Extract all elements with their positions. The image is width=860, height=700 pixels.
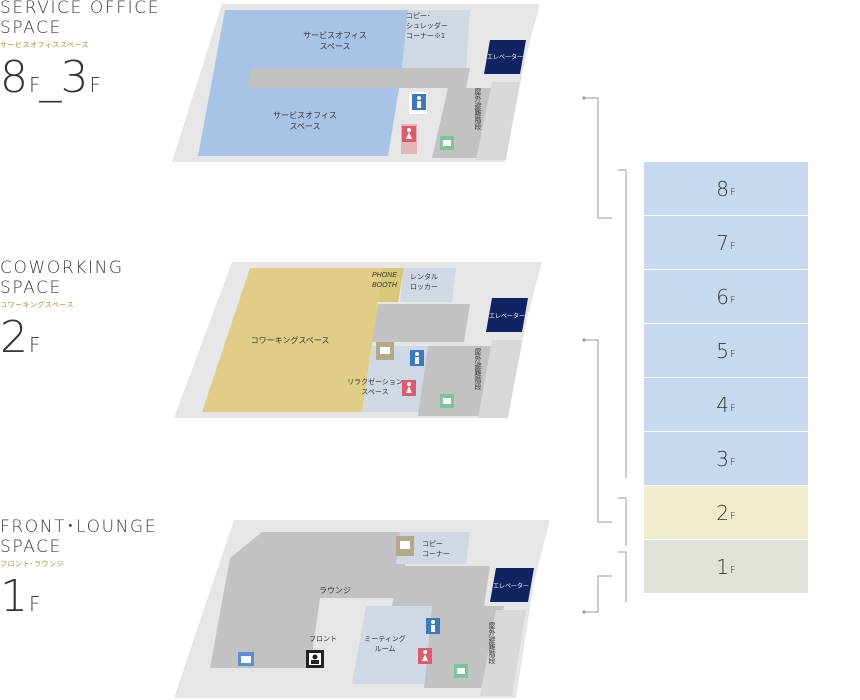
coworking-area bbox=[202, 268, 382, 412]
copy-corner-area bbox=[402, 10, 470, 68]
relax-label: リラクゼーション スペース bbox=[347, 379, 403, 396]
bracket-1-range bbox=[618, 551, 627, 602]
utility-icon bbox=[440, 136, 454, 150]
section-subtitle-jp: サービスオフィススペース bbox=[0, 41, 90, 49]
meeting-room-label: ミーティング ルーム bbox=[364, 636, 406, 653]
elevator-label: エレベーター bbox=[492, 584, 529, 590]
stairs-area bbox=[476, 82, 520, 160]
office-top-label: サービスオフィス スペース bbox=[303, 31, 367, 51]
core-area bbox=[424, 606, 504, 688]
utility-icon bbox=[396, 536, 414, 556]
mail-icon bbox=[238, 652, 254, 666]
section-subtitle-jp: フロント･ラウンジ bbox=[0, 560, 64, 568]
restroom-women-icon bbox=[402, 126, 416, 142]
stairs-label: 屋外避難階段 bbox=[474, 88, 481, 130]
floorplan-1f: ラウンジ フロント ミーティング ルーム コピー コーナー エレベーター 屋外避… bbox=[170, 518, 550, 700]
office-bottom-label: サービスオフィス スペース bbox=[273, 111, 337, 131]
corridor bbox=[372, 304, 470, 342]
coworking-label: コワーキングスペース bbox=[250, 336, 330, 345]
bracket-2 bbox=[584, 339, 612, 523]
restroom-women-icon bbox=[418, 648, 432, 664]
elevator-block bbox=[484, 40, 526, 74]
elevator-label: エレベーター bbox=[488, 314, 525, 320]
utility-icon bbox=[376, 342, 394, 360]
stairs-area bbox=[478, 340, 522, 418]
phone-booth-area bbox=[378, 268, 404, 302]
bracket-8-3 bbox=[584, 97, 612, 219]
utility-icon bbox=[454, 664, 468, 678]
meeting-room bbox=[352, 606, 432, 684]
bracket-2-range bbox=[618, 497, 627, 546]
utility-icon bbox=[440, 394, 454, 408]
phone-booth-label: PHONE BOOTH bbox=[372, 272, 397, 289]
stairs-label: 屋外避難階段 bbox=[474, 348, 481, 390]
core-area bbox=[418, 346, 500, 416]
elevator-block bbox=[486, 298, 528, 332]
bracket-8-3-range bbox=[618, 169, 627, 478]
copy-corner-label: コピー･ シュレッダー コーナー※1 bbox=[406, 13, 448, 40]
elevator-block bbox=[490, 568, 534, 602]
floorplan-8f-3f: サービスオフィス スペース サービスオフィス スペース コピー･ シュレッダー … bbox=[170, 0, 550, 170]
restroom-women-icon bbox=[402, 380, 416, 396]
elevator-label: エレベーター bbox=[486, 55, 523, 61]
copy-corner-area bbox=[396, 532, 470, 564]
restroom-men-icon bbox=[410, 350, 424, 366]
lounge-label: ラウンジ bbox=[319, 586, 351, 595]
bracket-connectors bbox=[582, 94, 632, 624]
corridor bbox=[392, 566, 490, 606]
restroom-men-icon bbox=[426, 618, 440, 634]
front-desk-icon bbox=[306, 650, 324, 668]
front-label: フロント bbox=[309, 636, 337, 643]
restroom-men-icon bbox=[412, 94, 426, 110]
section-subtitle-jp: コワーキングスペース bbox=[0, 301, 74, 309]
rental-locker-label: レンタル ロッカー bbox=[410, 274, 438, 291]
copy-corner-label: コピー コーナー bbox=[422, 541, 450, 558]
stairs-label: 屋外避難階段 bbox=[488, 622, 495, 664]
bracket-1 bbox=[584, 575, 612, 613]
locker-area bbox=[400, 268, 456, 302]
lounge-area bbox=[210, 532, 410, 668]
corridor bbox=[248, 68, 470, 88]
stairs-area bbox=[480, 610, 526, 696]
floorplan-2f: コワーキングスペース PHONE BOOTH レンタル ロッカー リラクゼーショ… bbox=[170, 258, 550, 428]
